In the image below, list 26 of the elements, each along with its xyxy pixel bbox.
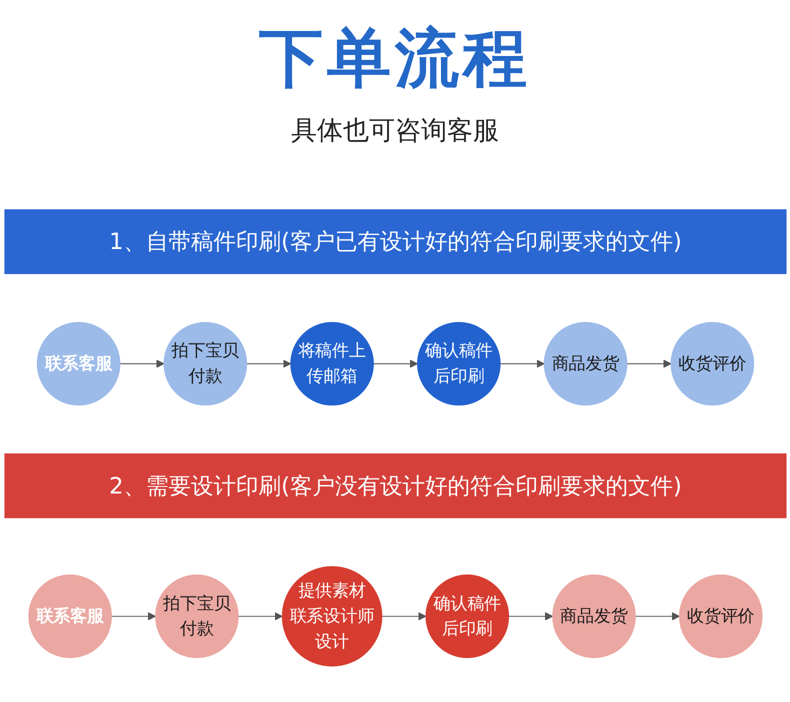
step-circle: 拍下宝贝付款 xyxy=(154,574,238,658)
arrow xyxy=(380,612,426,620)
arrow xyxy=(246,360,291,368)
section-banner: 1、自带稿件印刷(客户已有设计好的符合印刷要求的文件) xyxy=(4,209,786,274)
title: 下单流程 xyxy=(259,24,531,94)
step-circle: 商品发货 xyxy=(543,322,627,406)
arrow xyxy=(626,360,671,368)
arrow xyxy=(372,360,418,368)
step-circle: 将稿件上传邮箱 xyxy=(290,322,374,406)
arrow xyxy=(110,612,156,620)
arrow xyxy=(634,612,680,620)
step-circle: 确认稿件后印刷 xyxy=(416,322,500,406)
arrow xyxy=(237,612,282,620)
step-circle: 收货评价 xyxy=(678,574,762,658)
arrow xyxy=(508,612,553,620)
step-circle: 商品发货 xyxy=(552,574,636,658)
step-circle: 拍下宝贝付款 xyxy=(163,322,247,406)
arrow xyxy=(499,360,544,368)
step-circle: 收货评价 xyxy=(670,322,754,406)
arrow xyxy=(118,360,164,368)
step-circle: 联系客服 xyxy=(28,574,112,658)
step-circle: 确认稿件后印刷 xyxy=(425,574,509,658)
step-circle: 提供素材联系设计师设计 xyxy=(281,566,382,667)
section-banner: 2、需要设计印刷(客户没有设计好的符合印刷要求的文件) xyxy=(4,453,786,518)
subtitle-text: 具体也可咨询客服 xyxy=(291,116,499,148)
step-circle: 联系客服 xyxy=(36,322,120,406)
